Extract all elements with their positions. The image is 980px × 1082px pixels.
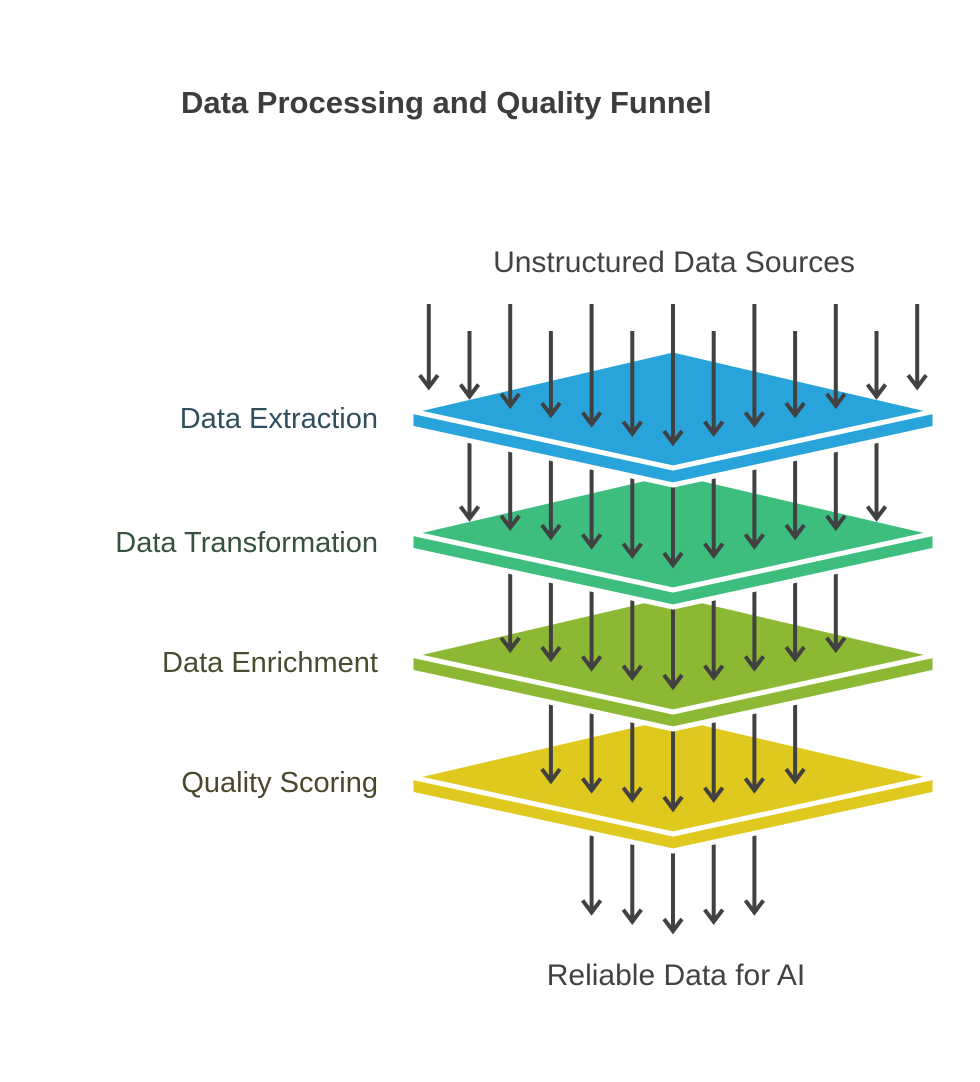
down-arrow-icon bbox=[784, 331, 806, 419]
down-arrow-icon bbox=[581, 304, 603, 428]
funnel-shapes bbox=[408, 304, 938, 935]
down-arrow-icon bbox=[418, 304, 440, 391]
down-arrow-icon bbox=[906, 304, 928, 391]
output-label: Reliable Data for AI bbox=[547, 959, 805, 992]
layer-label-data-transformation: Data Transformation bbox=[115, 527, 378, 559]
page-title: Data Processing and Quality Funnel bbox=[181, 85, 712, 120]
down-arrow-icon bbox=[865, 331, 888, 400]
down-arrow-icon bbox=[865, 430, 888, 522]
source-label: Unstructured Data Sources bbox=[493, 246, 855, 279]
down-arrow-icon bbox=[540, 331, 562, 419]
layer-label-data-extraction: Data Extraction bbox=[180, 403, 378, 435]
down-arrow-icon bbox=[499, 304, 521, 410]
down-arrow-icon bbox=[825, 304, 847, 410]
layer-label-quality-scoring: Quality Scoring bbox=[181, 767, 378, 799]
layer-label-data-enrichment: Data Enrichment bbox=[162, 647, 378, 679]
down-arrow-icon bbox=[703, 331, 725, 438]
down-arrow-icon bbox=[621, 331, 643, 438]
arrow-group-into-extraction bbox=[418, 304, 928, 447]
down-arrow-icon bbox=[743, 304, 765, 428]
down-arrow-icon bbox=[458, 331, 481, 400]
down-arrow-icon bbox=[458, 430, 481, 522]
down-arrow-icon bbox=[662, 304, 684, 447]
